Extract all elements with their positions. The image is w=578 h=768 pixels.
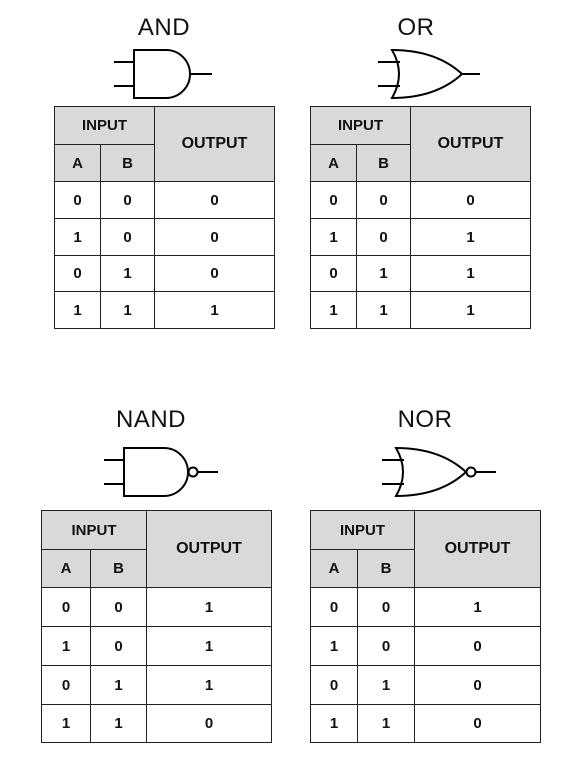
input-a-cell: 0 (310, 181, 357, 219)
input-b-cell: 0 (90, 626, 147, 666)
output-cell: 0 (414, 626, 541, 666)
output-cell: 0 (410, 181, 531, 219)
input-a-cell: 0 (310, 255, 357, 292)
table-row: 1 1 1 (54, 291, 275, 329)
or-truth-table: INPUT OUTPUT A B 0 0 0 1 0 1 0 1 1 1 1 1 (310, 106, 531, 329)
output-header: OUTPUT (146, 510, 272, 588)
input-b-header: B (100, 144, 155, 182)
output-cell: 0 (414, 665, 541, 705)
input-b-cell: 1 (357, 704, 415, 743)
input-header: INPUT (310, 510, 415, 550)
input-header: INPUT (41, 510, 147, 550)
output-cell: 0 (154, 181, 275, 219)
output-header: OUTPUT (154, 106, 275, 182)
input-b-cell: 1 (357, 665, 415, 705)
input-b-cell: 1 (90, 665, 147, 705)
input-a-cell: 1 (310, 704, 358, 743)
output-cell: 1 (146, 665, 272, 705)
input-header: INPUT (54, 106, 155, 145)
input-b-header: B (356, 144, 411, 182)
input-a-cell: 0 (54, 255, 101, 292)
input-a-header: A (310, 549, 358, 588)
table-row: 1 0 0 (310, 626, 541, 666)
output-cell: 1 (146, 626, 272, 666)
input-b-header: B (90, 549, 147, 588)
nor-gate-title: NOR (397, 406, 453, 433)
input-b-cell: 0 (356, 218, 411, 256)
nand-gate-title: NAND (115, 406, 186, 433)
input-a-cell: 0 (54, 181, 101, 219)
output-header: OUTPUT (410, 106, 531, 182)
input-b-cell: 1 (100, 255, 155, 292)
input-a-cell: 1 (310, 626, 358, 666)
output-cell: 1 (410, 291, 531, 329)
input-b-cell: 1 (356, 291, 411, 329)
input-a-cell: 0 (310, 587, 358, 627)
input-b-cell: 0 (100, 218, 155, 256)
table-row: 1 0 1 (41, 626, 272, 666)
table-row: 1 1 0 (41, 704, 272, 743)
output-cell: 1 (154, 291, 275, 329)
and-truth-table: INPUT OUTPUT A B 0 0 0 1 0 0 0 1 0 1 1 1 (54, 106, 275, 329)
table-row: 0 1 0 (310, 665, 541, 705)
input-a-cell: 0 (41, 665, 91, 705)
input-a-cell: 0 (310, 665, 358, 705)
input-b-cell: 1 (356, 255, 411, 292)
nand-gate-icon (104, 447, 218, 497)
nor-truth-table: INPUT OUTPUT A B 0 0 1 1 0 0 0 1 0 1 1 0 (310, 510, 541, 743)
nand-truth-table: INPUT OUTPUT A B 0 0 1 1 0 1 0 1 1 1 1 0 (41, 510, 272, 743)
input-b-header: B (357, 549, 415, 588)
output-cell: 1 (410, 218, 531, 256)
output-cell: 0 (146, 704, 272, 743)
table-row: 1 0 1 (310, 218, 531, 256)
input-b-cell: 0 (90, 587, 147, 627)
output-cell: 1 (146, 587, 272, 627)
output-cell: 0 (154, 218, 275, 256)
table-row: 0 1 0 (54, 255, 275, 292)
input-b-cell: 1 (100, 291, 155, 329)
input-a-header: A (41, 549, 91, 588)
input-a-cell: 1 (310, 218, 357, 256)
table-row: 1 1 0 (310, 704, 541, 743)
output-header: OUTPUT (414, 510, 541, 588)
and-gate-icon (114, 49, 212, 99)
output-cell: 1 (414, 587, 541, 627)
input-a-cell: 1 (54, 218, 101, 256)
table-row: 1 0 0 (54, 218, 275, 256)
input-a-cell: 1 (41, 704, 91, 743)
input-b-cell: 0 (100, 181, 155, 219)
or-gate-title: OR (397, 14, 435, 41)
input-a-cell: 1 (310, 291, 357, 329)
table-row: 0 0 1 (310, 587, 541, 627)
or-gate-icon (378, 48, 480, 100)
input-b-cell: 0 (357, 626, 415, 666)
input-a-cell: 1 (41, 626, 91, 666)
input-b-cell: 0 (356, 181, 411, 219)
table-row: 0 0 0 (310, 181, 531, 219)
and-gate-title: AND (137, 14, 191, 41)
output-cell: 1 (410, 255, 531, 292)
nor-gate-icon (382, 446, 496, 498)
table-row: 0 0 1 (41, 587, 272, 627)
input-a-cell: 1 (54, 291, 101, 329)
input-header: INPUT (310, 106, 411, 145)
input-b-cell: 1 (90, 704, 147, 743)
table-row: 1 1 1 (310, 291, 531, 329)
output-cell: 0 (414, 704, 541, 743)
table-row: 0 0 0 (54, 181, 275, 219)
input-b-cell: 0 (357, 587, 415, 627)
input-a-header: A (310, 144, 357, 182)
table-row: 0 1 1 (310, 255, 531, 292)
input-a-cell: 0 (41, 587, 91, 627)
output-cell: 0 (154, 255, 275, 292)
input-a-header: A (54, 144, 101, 182)
table-row: 0 1 1 (41, 665, 272, 705)
